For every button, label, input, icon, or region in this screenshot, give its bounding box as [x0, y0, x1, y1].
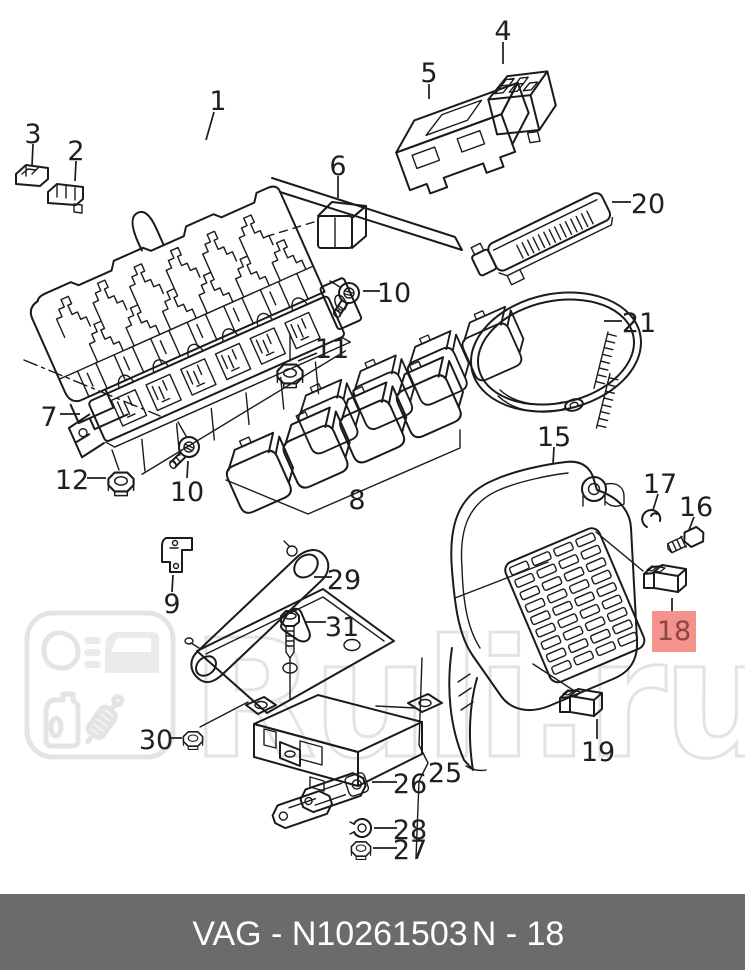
module-drawing	[245, 657, 443, 859]
part-callout-11-8[interactable]: 11	[315, 334, 349, 365]
headlight-icon	[41, 630, 81, 671]
part-callout-31-20[interactable]: 31	[325, 612, 359, 643]
fuse-carrier-drawing	[29, 185, 326, 431]
footer-catalog-code: VAG - N10261503	[192, 915, 467, 953]
part-callout-6-5[interactable]: 6	[329, 151, 346, 182]
bolt-31-drawing	[280, 610, 300, 701]
part-callout-30-22[interactable]: 30	[139, 725, 173, 756]
fusebox-cover-15-drawing	[448, 460, 646, 772]
relay-row-bracket-line	[225, 429, 461, 515]
leader-line-17	[652, 493, 659, 511]
leader-line-3	[31, 143, 34, 167]
wire-loop-21-drawing	[470, 291, 642, 429]
part-callout-28-25[interactable]: 28	[393, 815, 427, 846]
diagram-art	[15, 70, 705, 861]
cover-strip-20-drawing	[470, 192, 614, 286]
relay-4-drawing	[487, 70, 557, 144]
selected-part-highlight	[652, 611, 696, 652]
part-callout-5-3[interactable]: 5	[420, 58, 437, 89]
part-callout-15-14[interactable]: 15	[537, 422, 571, 453]
relay-6-drawing	[267, 201, 367, 249]
part-callout-17-15[interactable]: 17	[643, 469, 677, 500]
connector-5-drawing	[395, 81, 530, 195]
leader-line-9	[171, 574, 174, 593]
footer-bar: VAG - N10261503 N - 18	[0, 894, 745, 970]
part-callout-8-13[interactable]: 8	[348, 485, 365, 516]
leader-line-1	[205, 111, 215, 141]
clip-3-drawing	[15, 164, 49, 187]
part-callout-10-7[interactable]: 10	[377, 278, 411, 309]
bolt-16-drawing	[666, 525, 705, 554]
part-callout-20-6[interactable]: 20	[631, 189, 665, 220]
part-callout-26-24[interactable]: 26	[393, 769, 427, 800]
part-callout-25-23[interactable]: 25	[428, 758, 462, 789]
part-callout-27-26[interactable]: 27	[393, 835, 427, 866]
washer-28-drawing	[349, 818, 373, 838]
leader-line-16	[688, 516, 695, 531]
part-callout-1-0[interactable]: 1	[209, 86, 226, 117]
part-callout-10-12[interactable]: 10	[170, 477, 204, 508]
leader-line-15	[552, 446, 555, 465]
ruli-logo-icon	[24, 610, 176, 760]
part-callout-12-11[interactable]: 12	[55, 465, 89, 496]
clip-2-drawing	[47, 183, 84, 214]
part-callout-4-4[interactable]: 4	[494, 16, 511, 47]
part-callout-7-10[interactable]: 7	[40, 402, 57, 433]
relay-plate-drawing	[67, 277, 363, 475]
part-callout-9-21[interactable]: 9	[163, 589, 180, 620]
part-callout-16-16[interactable]: 16	[679, 492, 713, 523]
oil-jug-icon	[43, 691, 81, 749]
leader-line-2	[74, 160, 77, 182]
part-callout-21-9[interactable]: 21	[622, 308, 656, 339]
part-callout-29-19[interactable]: 29	[327, 565, 361, 596]
footer-background	[0, 894, 745, 970]
part-callout-18-17[interactable]: 18	[657, 616, 691, 647]
footer-page-code: N - 18	[472, 915, 565, 953]
clip-17-drawing	[641, 509, 662, 528]
leader-line-10	[186, 460, 189, 479]
part-callout-19-18[interactable]: 19	[581, 737, 615, 768]
arm-29-drawing	[190, 540, 330, 683]
bracket-9-drawing	[161, 537, 193, 573]
fuse-strip-26-drawing	[271, 772, 370, 830]
leader-line-11	[297, 352, 318, 362]
part-callout-3-1[interactable]: 3	[24, 119, 41, 150]
shock-absorber-icon	[85, 694, 125, 745]
bracket-7-drawing	[67, 413, 106, 459]
mount-plate-drawing	[184, 588, 395, 714]
part-callout-2-2[interactable]: 2	[67, 136, 84, 167]
